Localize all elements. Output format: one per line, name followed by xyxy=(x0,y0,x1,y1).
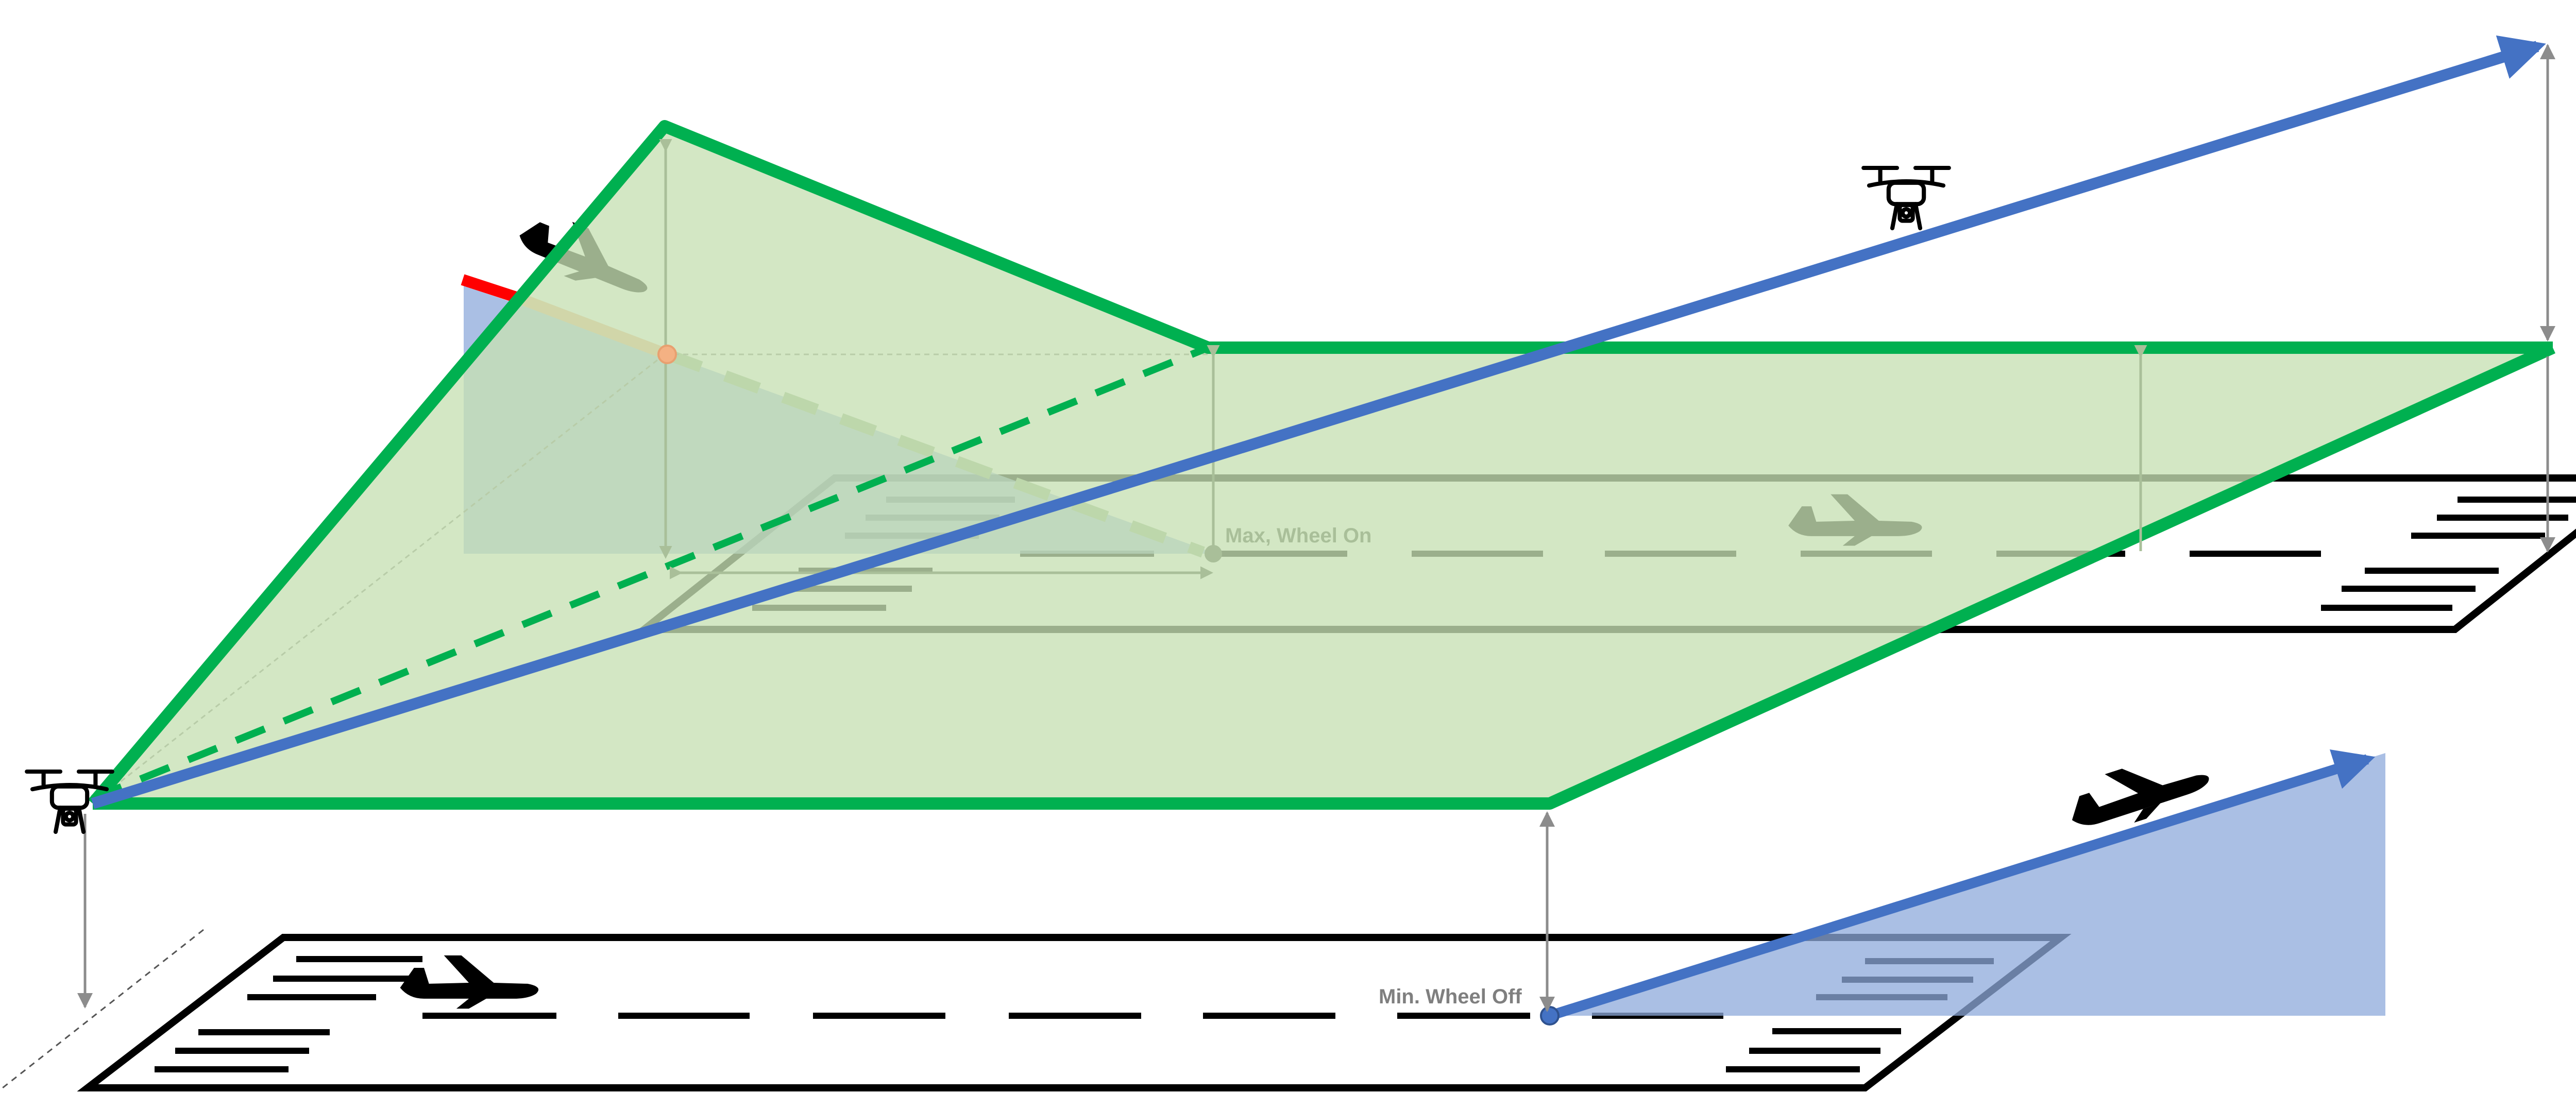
surface-construction-lines xyxy=(92,353,1208,805)
climb-out-line xyxy=(1548,749,2376,1021)
min-wheel-off-label: Min. Wheel Off xyxy=(1379,985,1522,1008)
surface-slope-face xyxy=(93,126,2553,804)
min-wheel-off-point xyxy=(1540,1006,1560,1026)
vertical-guides xyxy=(77,44,2555,1012)
surface-dashed-diagonal xyxy=(91,344,1210,802)
surface-outline xyxy=(88,120,2555,810)
corner-dashed-line xyxy=(2,929,204,1089)
drone-right-icon xyxy=(1863,168,1949,228)
lower-runway xyxy=(77,934,2072,1091)
approach-intercept-point xyxy=(657,345,677,364)
approach-red-segment xyxy=(461,274,520,303)
max-wheel-on-label: Max, Wheel On xyxy=(1225,524,1372,547)
max-wheel-on-point xyxy=(1205,545,1222,562)
faded-guides xyxy=(659,139,2147,579)
drone-climb-line xyxy=(91,35,2546,809)
lower-runway-threshold-bars-left xyxy=(155,956,422,1072)
